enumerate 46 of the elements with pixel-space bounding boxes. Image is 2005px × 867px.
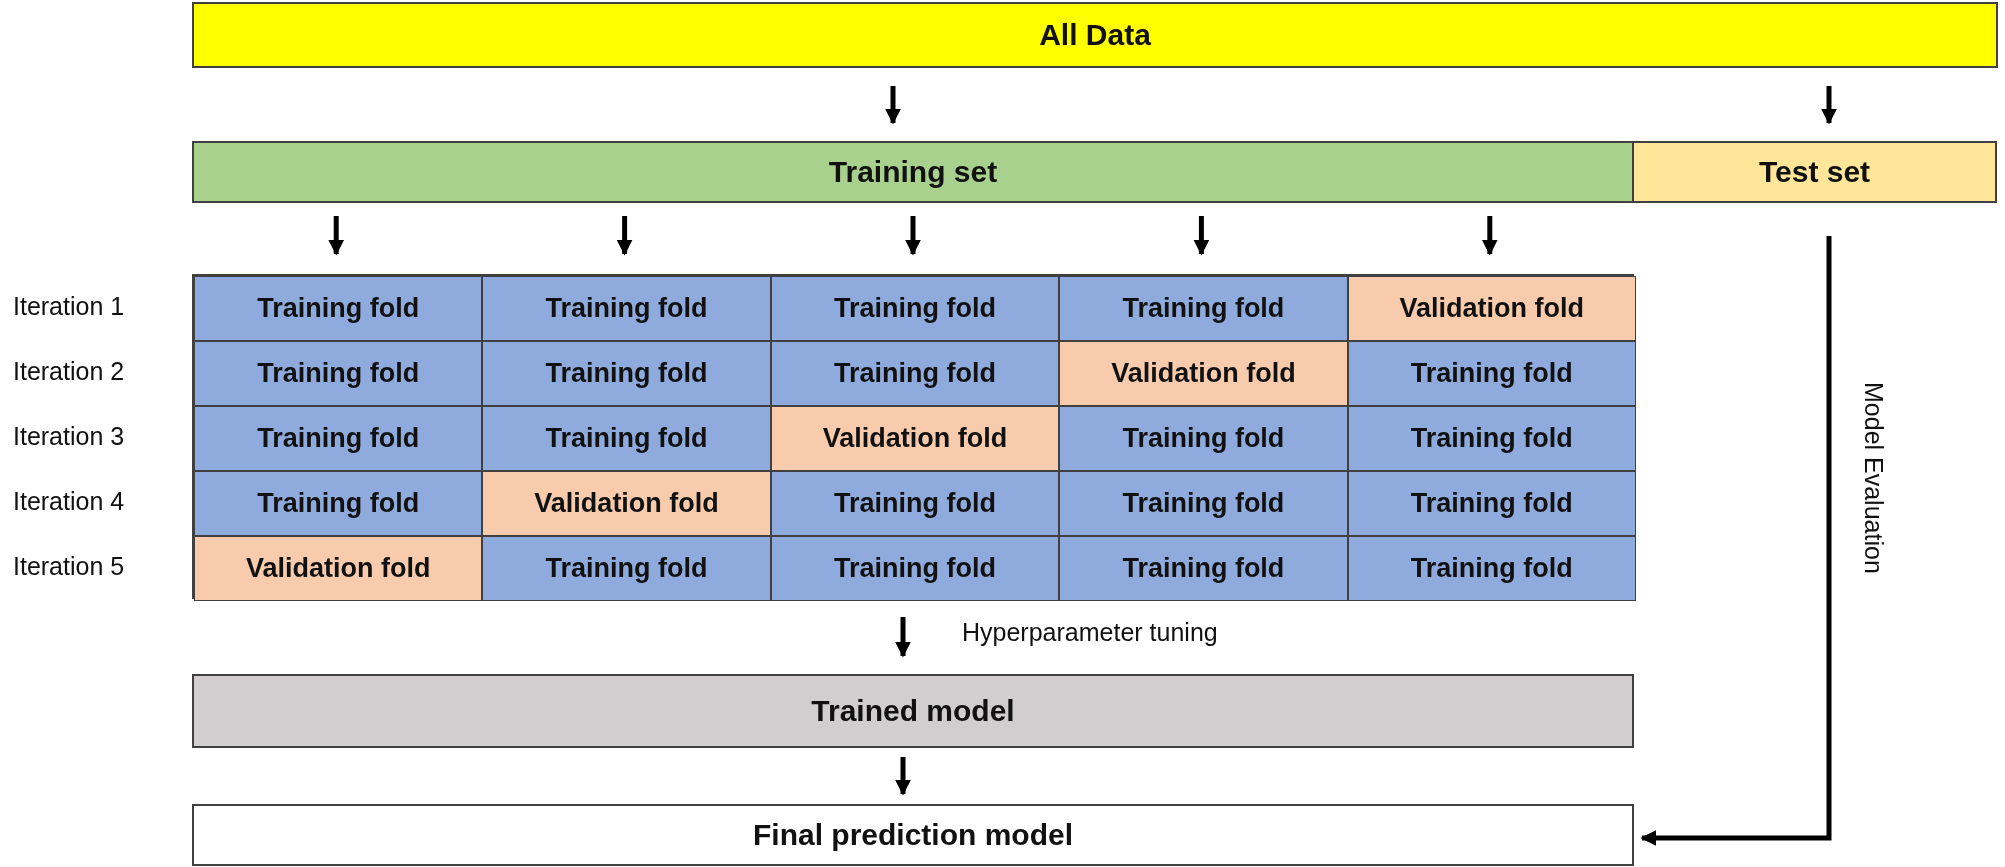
fold-cell: Training fold [194, 276, 483, 341]
iteration-label: Iteration 5 [13, 552, 125, 581]
fold-cell: Training fold [1347, 536, 1636, 601]
iteration-label: Iteration 3 [13, 422, 125, 451]
fold-cell: Training fold [482, 536, 771, 601]
fold-cell: Training fold [1059, 471, 1348, 536]
fold-cell: Training fold [194, 471, 483, 536]
fold-cell: Training fold [482, 276, 771, 341]
iteration-label: Iteration 2 [13, 357, 125, 386]
arrow [1640, 236, 1832, 846]
fold-cell: Validation fold [1059, 341, 1348, 406]
fold-cell: Training fold [482, 406, 771, 471]
data-bar: All Data [192, 2, 1998, 68]
fold-cell: Training fold [194, 341, 483, 406]
iteration-label: Iteration 1 [13, 292, 125, 321]
arrow [616, 216, 633, 256]
fold-cell: Training fold [1059, 406, 1348, 471]
fold-cell: Validation fold [1347, 276, 1636, 341]
fold-cell: Training fold [770, 341, 1060, 406]
fold-cell: Training fold [770, 536, 1060, 601]
fold-grid [192, 274, 1634, 599]
fold-cell: Training fold [482, 341, 771, 406]
fold-cell: Training fold [1347, 406, 1636, 471]
arrow [885, 86, 901, 125]
iteration-label: Iteration 4 [13, 487, 125, 516]
arrow [1821, 86, 1837, 125]
final-model-bar: Final prediction model [192, 804, 1634, 866]
trained-model-bar: Trained model [192, 674, 1634, 748]
fold-cell: Training fold [1347, 471, 1636, 536]
training-set-bar: Training set [192, 141, 1634, 203]
arrow [905, 216, 921, 256]
arrow [895, 617, 911, 658]
arrow [1193, 216, 1210, 256]
fold-cell: Training fold [194, 406, 483, 471]
fold-cell: Training fold [1059, 536, 1348, 601]
fold-cell: Training fold [1347, 341, 1636, 406]
arrow [1481, 216, 1498, 256]
test-set-bar: Test set [1632, 141, 1997, 203]
fold-cell: Training fold [770, 471, 1060, 536]
fold-cell: Validation fold [770, 406, 1060, 471]
fold-cell: Training fold [770, 276, 1060, 341]
fold-cell: Validation fold [194, 536, 483, 601]
arrow [328, 216, 345, 256]
arrow [895, 757, 911, 796]
fold-cell: Validation fold [482, 471, 771, 536]
fold-cell: Training fold [1059, 276, 1348, 341]
